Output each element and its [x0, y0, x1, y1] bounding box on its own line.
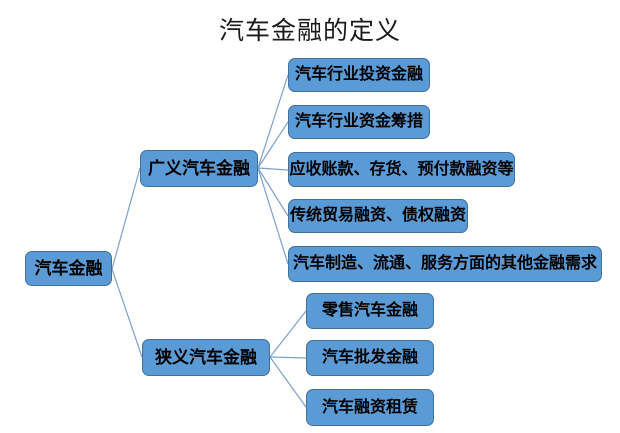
connector-line	[257, 74, 289, 169]
node-narrow-auto-finance: 狭义汽车金融	[142, 339, 270, 376]
node-auto-finance-root: 汽车金融	[25, 251, 112, 286]
node-trade-and-debt-financing: 传统贸易融资、债权融资	[288, 199, 468, 233]
node-broad-auto-finance: 广义汽车金融	[140, 150, 258, 187]
connector-line	[257, 167, 289, 265]
node-retail-auto-finance: 零售汽车金融	[306, 293, 434, 329]
node-other-finance-needs: 汽车制造、流通、服务方面的其他金融需求	[288, 246, 602, 282]
connector-line	[269, 356, 307, 408]
diagram-title: 汽车金融的定义	[218, 17, 401, 45]
connector-line	[257, 167, 289, 171]
connector-line	[257, 121, 289, 169]
node-auto-finance-leasing: 汽车融资租赁	[306, 389, 434, 426]
connector-line	[269, 310, 307, 358]
connector-line	[111, 268, 143, 358]
connector-line	[111, 167, 141, 270]
node-wholesale-auto-finance: 汽车批发金融	[306, 340, 434, 376]
node-receivables-inventory-prepayment-financing: 应收账款、存货、预付款融资等	[288, 152, 515, 187]
node-industry-fund-raising: 汽车行业资金筹措	[288, 105, 430, 139]
node-industry-investment-finance: 汽车行业投资金融	[288, 58, 430, 92]
connector-line	[257, 167, 289, 217]
connector-line	[269, 356, 307, 359]
